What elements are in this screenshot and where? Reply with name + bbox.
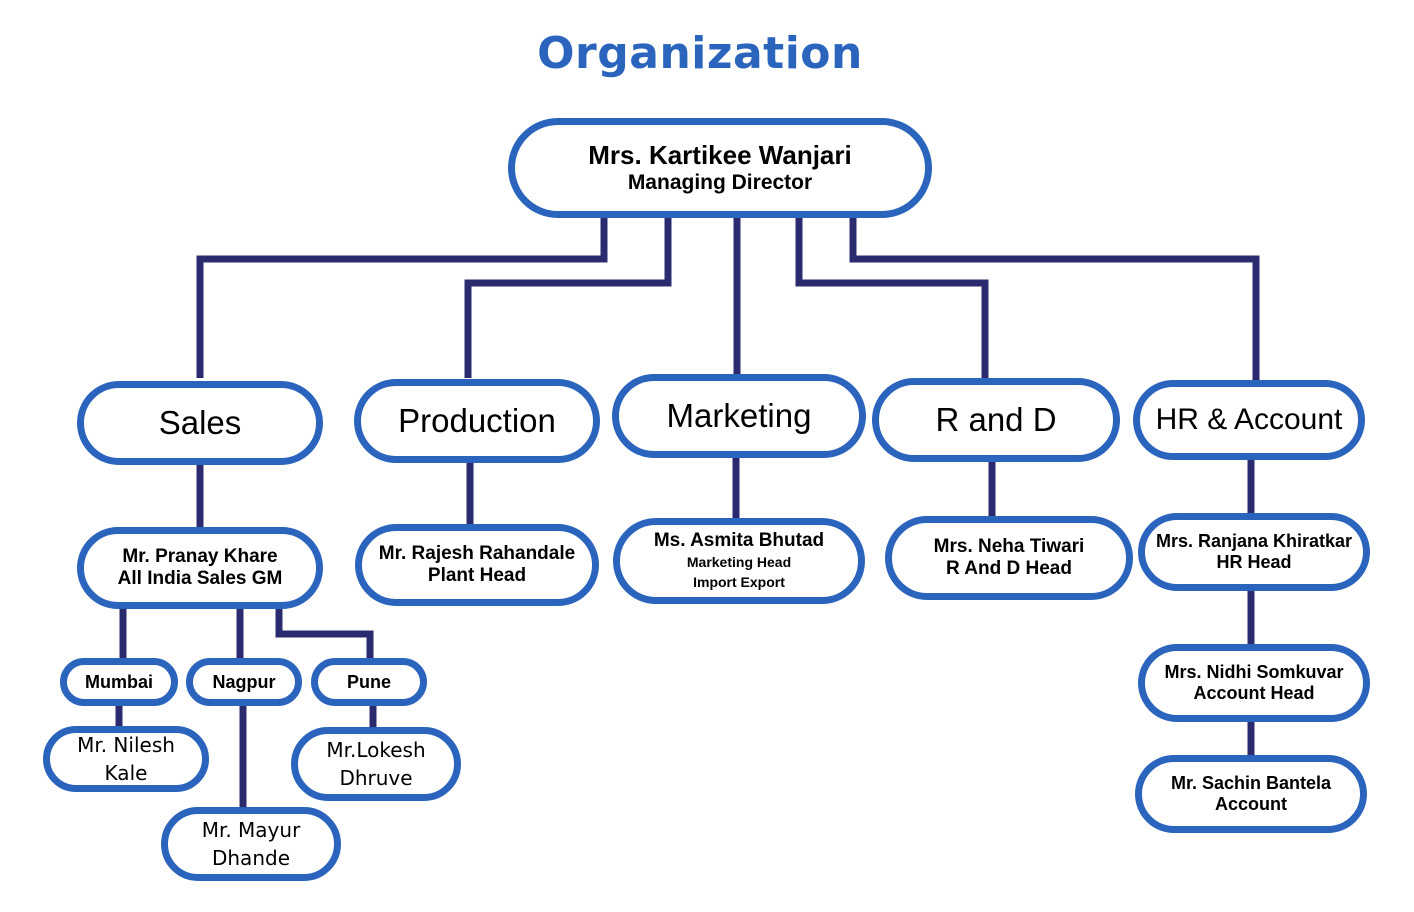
hr-head-name: Mrs. Ranjana Khiratkar [1155,531,1353,552]
marketing-head-role: Marketing Head [686,553,792,570]
sales-gm-name: Mr. Pranay Khare [122,546,278,568]
node-managing-director[interactable]: Mrs. Kartikee Wanjari Managing Director [508,118,932,218]
dept-production[interactable]: Production [354,379,600,463]
node-sales-gm[interactable]: Mr. Pranay Khare All India Sales GM [77,527,323,609]
plant-head-role: Plant Head [427,565,527,586]
rnd-head-role: R And D Head [946,558,1072,579]
sales-gm-role: All India Sales GM [117,568,283,589]
account-role: Account [1215,794,1287,814]
nilesh-line2: Kale [104,761,148,785]
node-rnd-head[interactable]: Mrs. Neha Tiwari R And D Head [885,516,1133,600]
dept-hr-account[interactable]: HR & Account [1133,380,1365,460]
hr-head-role: HR Head [1216,552,1292,572]
node-account[interactable]: Mr. Sachin Bantela Account [1135,755,1367,833]
node-mayur-dhande[interactable]: Mr. Mayur Dhande [161,807,341,881]
branch-mumbai-label: Mumbai [84,671,153,692]
node-plant-head[interactable]: Mr. Rajesh Rahandale Plant Head [355,524,599,606]
rnd-head-name: Mrs. Neha Tiwari [933,536,1085,558]
connector-root-sales [196,216,608,378]
dept-hr-account-label: HR & Account [1155,402,1343,436]
chart-title: Organization [537,28,863,79]
branch-mumbai[interactable]: Mumbai [60,658,178,706]
account-name: Mr. Sachin Bantela [1170,773,1332,794]
md-name: Mrs. Kartikee Wanjari [588,139,852,170]
mayur-line2: Dhande [211,846,290,870]
dept-marketing[interactable]: Marketing [612,374,866,458]
plant-head-name: Mr. Rajesh Rahandale [378,543,576,565]
branch-pune[interactable]: Pune [311,658,427,706]
md-role: Managing Director [627,170,813,194]
dept-rnd-label: R and D [935,401,1057,439]
branch-nagpur-label: Nagpur [212,671,276,692]
branch-nagpur[interactable]: Nagpur [186,658,302,706]
nilesh-line1: Mr. Nilesh [77,733,175,757]
dept-sales-label: Sales [158,404,242,442]
lokesh-line2: Dhruve [339,766,413,790]
mayur-line1: Mr. Mayur [201,818,301,842]
node-marketing-head[interactable]: Ms. Asmita Bhutad Marketing Head Import … [613,518,865,604]
dept-production-label: Production [398,402,556,440]
node-lokesh-dhruve[interactable]: Mr.Lokesh Dhruve [291,727,461,801]
dept-marketing-label: Marketing [666,397,812,435]
lokesh-line1: Mr.Lokesh [326,738,426,762]
connector-gm-pune [275,606,374,660]
node-hr-head[interactable]: Mrs. Ranjana Khiratkar HR Head [1138,513,1370,591]
branch-pune-label: Pune [346,671,391,692]
connector-root-production [464,216,672,378]
dept-rnd[interactable]: R and D [872,378,1120,462]
node-nilesh-kale[interactable]: Mr. Nilesh Kale [43,726,209,792]
connector-root-hr [849,216,1260,382]
marketing-head-name: Ms. Asmita Bhutad [653,529,825,551]
marketing-head-role2: Import Export [693,573,785,590]
account-head-role: Account Head [1193,683,1315,703]
connector-root-rnd [795,216,989,380]
dept-sales[interactable]: Sales [77,381,323,465]
node-account-head[interactable]: Mrs. Nidhi Somkuvar Account Head [1138,644,1370,722]
account-head-name: Mrs. Nidhi Somkuvar [1164,662,1344,683]
